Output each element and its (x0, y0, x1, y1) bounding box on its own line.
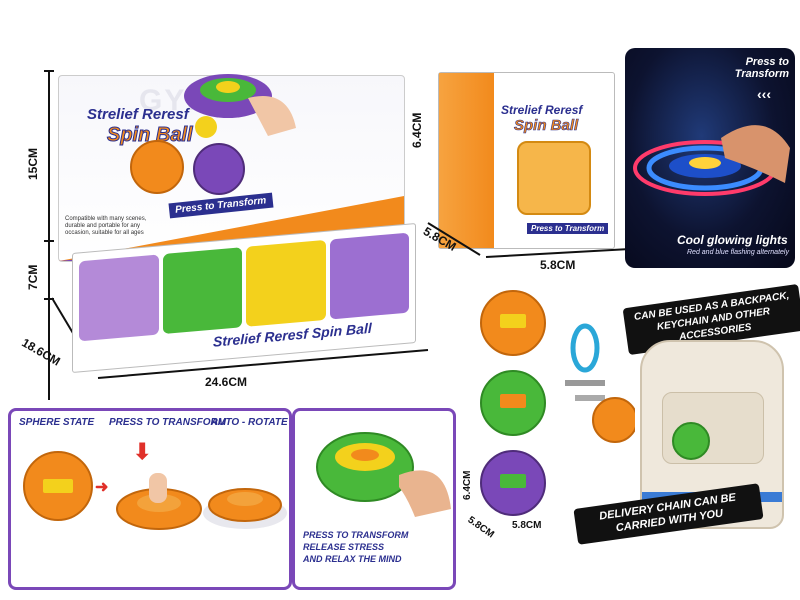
green-ball-large (480, 370, 546, 436)
single-box-brand-line1: Strelief Reresf (501, 103, 583, 117)
arrow-down-icon: ⬇ (133, 439, 152, 464)
dim-height-bottom-label: 7CM (26, 264, 40, 290)
step-rotate-label: AUTO - ROTATE (211, 417, 288, 428)
single-box-side (439, 73, 494, 248)
purple-ball-image (193, 143, 245, 195)
tray-item-violet (329, 232, 409, 320)
single-dim-height-label: 6.4CM (410, 112, 424, 148)
arrow-right-icon: ➜ (95, 479, 109, 496)
orange-ball-image (130, 140, 184, 194)
lid-brand-line1: Strelief Reresf (87, 106, 189, 123)
single-dim-lines (427, 222, 631, 258)
backpack-green-ball (672, 422, 710, 460)
yellow-spinner-image (195, 116, 217, 138)
glowing-spinner-image (633, 125, 790, 196)
tray-item-purple (79, 254, 159, 342)
sphere-state-image (23, 451, 93, 521)
single-box-press-tag: Press to Transform (527, 223, 609, 234)
single-box: Strelief Reresf Spin Ball Press to Trans… (438, 72, 615, 249)
single-box-brand-line2: Spin Ball (514, 117, 579, 135)
hand-spinner-image (316, 432, 451, 517)
lid-feature-text: Compatible with many scenes, durable and… (65, 216, 147, 236)
dim-line-height (48, 70, 50, 400)
orange-ball-large (480, 290, 546, 356)
ball-window (43, 479, 73, 493)
spinner-on-lid-image (184, 74, 296, 136)
ball-window (500, 474, 526, 488)
hand-demo-panel: PRESS TO TRANSFORM RELEASE STRESS AND RE… (292, 408, 456, 590)
single-box-window-ball (517, 141, 591, 215)
auto-rotate-image (203, 488, 287, 529)
ball-window (500, 314, 526, 328)
keychain-image (565, 323, 635, 443)
tray-item-yellow (246, 239, 326, 327)
step-sphere-label: SPHERE STATE (19, 417, 95, 428)
glow-subtitle: Red and blue flashing alternately (687, 249, 789, 256)
single-dim-width-label: 5.8CM (540, 258, 576, 272)
dim-tick (44, 240, 54, 242)
ball-dim-width-label: 5.8CM (512, 520, 542, 531)
purple-ball-large (480, 450, 546, 516)
ball-dim-depth-label: 5.8CM (465, 514, 496, 541)
step-press-label: PRESS TO TRANSFORM (109, 417, 227, 428)
press-transform-image (116, 473, 202, 530)
glow-panel: Press to Transform ‹‹‹ Cool glowing ligh… (625, 48, 795, 268)
dim-height-top-label: 15CM (26, 147, 40, 180)
ball-dim-height-label: 6.4CM (462, 470, 473, 500)
glow-press-label: Press to Transform (734, 56, 789, 80)
dim-tick (44, 298, 54, 300)
ball-window (500, 394, 526, 408)
dim-tick (44, 70, 54, 72)
glow-title: Cool glowing lights (677, 233, 788, 247)
glow-arrows-icon: ‹‹‹ (757, 86, 771, 102)
lid-brand-line2: Spin Ball (107, 124, 194, 147)
tray-item-green (162, 247, 242, 335)
dim-width-label: 24.6CM (205, 375, 248, 389)
transform-steps-panel: SPHERE STATE PRESS TO TRANSFORM AUTO - R… (8, 408, 292, 590)
hand-panel-caption: PRESS TO TRANSFORM RELEASE STRESS AND RE… (303, 530, 409, 564)
